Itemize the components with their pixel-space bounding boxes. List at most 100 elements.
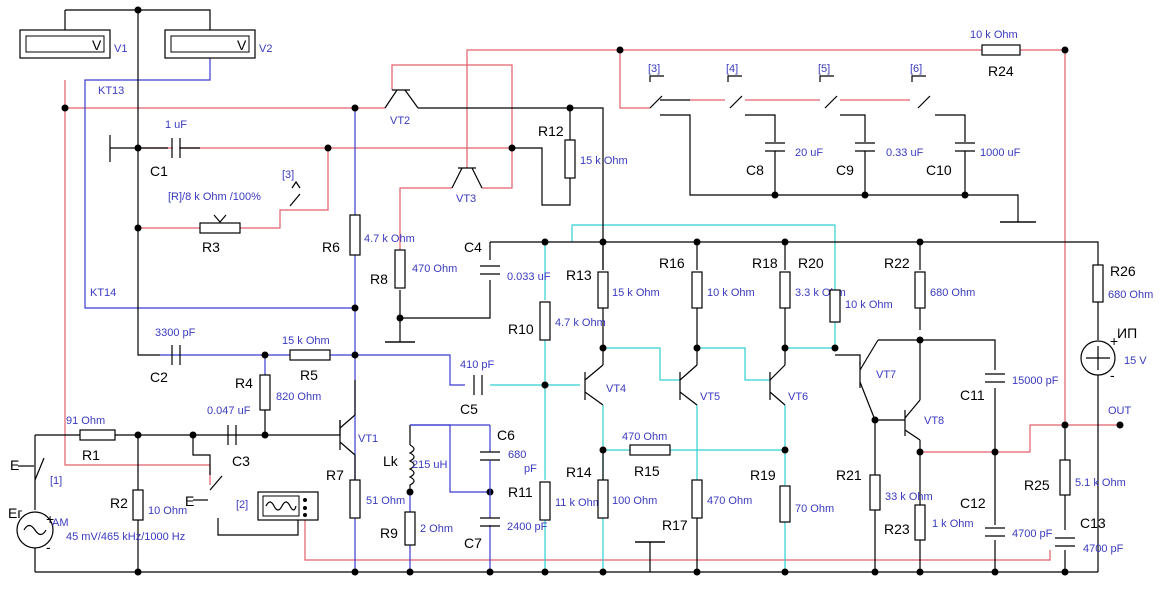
svg-text:10 k Ohm: 10 k Ohm — [845, 299, 893, 311]
capacitor-c8[interactable]: C8 20 uF — [746, 142, 823, 178]
switch-1[interactable]: [1] E — [10, 457, 62, 487]
transistor-vt6[interactable]: VT6 — [769, 364, 808, 406]
transistor-vt5[interactable]: VT5 — [679, 364, 720, 406]
switch-4[interactable]: [4] — [726, 63, 743, 109]
svg-text:C12: C12 — [960, 495, 986, 511]
svg-text:R16: R16 — [659, 255, 685, 271]
svg-text:470 Ohm: 470 Ohm — [622, 431, 667, 443]
transistor-vt3[interactable]: VT3 — [451, 167, 483, 205]
switch-5[interactable]: [5] — [818, 63, 838, 109]
capacitor-c11[interactable]: C11 15000 pF — [960, 373, 1059, 403]
svg-text:C7: C7 — [464, 535, 482, 551]
switch-2[interactable]: [2] E — [185, 475, 248, 511]
svg-text:680 Ohm: 680 Ohm — [930, 287, 975, 299]
svg-text:820 Ohm: 820 Ohm — [276, 391, 321, 403]
signal-generator[interactable]: Eг AM 45 mV/465 kHz/1000 Hz + - — [8, 505, 185, 555]
resistor-r10[interactable]: R10 4.7 k Ohm — [508, 301, 606, 341]
resistor-r23[interactable]: R23 1 k Ohm — [884, 504, 974, 541]
switch-6[interactable]: [6] — [910, 63, 931, 109]
svg-text:-: - — [46, 539, 51, 555]
resistor-r6[interactable]: R6 4.7 k Ohm — [322, 214, 415, 256]
capacitor-c10[interactable]: C10 1000 uF — [926, 142, 1021, 178]
svg-text:C3: C3 — [232, 453, 250, 469]
svg-text:R7: R7 — [326, 467, 344, 483]
capacitor-c2[interactable]: C2 3300 pF — [150, 327, 196, 385]
resistor-r14[interactable]: R14 100 Ohm — [566, 464, 657, 519]
svg-text:R18: R18 — [752, 255, 778, 271]
svg-text:R4: R4 — [235, 375, 253, 391]
svg-text:R22: R22 — [884, 255, 910, 271]
resistor-r8[interactable]: R8 470 Ohm — [370, 249, 457, 289]
transistor-vt8[interactable]: VT8 — [875, 340, 944, 441]
svg-text:AM: AM — [52, 517, 69, 529]
transistor-vt1[interactable]: VT1 — [339, 380, 378, 480]
capacitor-c4[interactable]: C4 0.033 uF — [464, 239, 551, 283]
svg-text:ИП: ИП — [1117, 325, 1137, 341]
svg-text:45 mV/465 kHz/1000 Hz: 45 mV/465 kHz/1000 Hz — [66, 531, 185, 543]
resistor-r25[interactable]: R25 5.1 k Ohm — [1024, 459, 1126, 496]
resistor-r15[interactable]: R15 470 Ohm — [622, 431, 671, 479]
capacitor-c13[interactable]: C13 4700 pF — [1055, 515, 1124, 555]
transistor-vt7[interactable]: VT7 — [859, 339, 896, 421]
svg-text:[4]: [4] — [726, 63, 738, 75]
resistor-r12[interactable]: R12 15 k Ohm — [538, 123, 628, 179]
resistor-r5[interactable]: R5 15 k Ohm — [282, 335, 331, 383]
capacitor-c5[interactable]: C5 410 pF — [460, 359, 495, 417]
svg-text:680 Ohm: 680 Ohm — [1108, 289, 1153, 301]
resistor-r26[interactable]: R26 680 Ohm — [1092, 263, 1153, 303]
svg-text:+: + — [1110, 333, 1118, 349]
svg-text:70 Ohm: 70 Ohm — [795, 503, 834, 515]
red-wires — [64, 49, 1120, 561]
power-supply[interactable]: ИП 15 V + - — [1080, 325, 1147, 383]
svg-text:pF: pF — [524, 463, 537, 475]
svg-text:33 k Ohm: 33 k Ohm — [885, 491, 933, 503]
voltmeter-v1[interactable]: V V1 — [19, 29, 127, 59]
meter-unit: V — [237, 37, 247, 53]
resistor-r2[interactable]: R2 10 Ohm — [110, 489, 187, 521]
svg-text:R11: R11 — [508, 484, 533, 500]
inductor-lk[interactable]: Lk 215 uH — [383, 444, 448, 492]
resistor-r13[interactable]: R13 15 k Ohm — [566, 267, 660, 309]
resistor-r17[interactable]: R17 470 Ohm — [662, 479, 752, 533]
svg-text:5.1 k Ohm: 5.1 k Ohm — [1075, 477, 1126, 489]
resistor-r1[interactable]: R1 91 Ohm — [66, 415, 116, 463]
capacitor-c12[interactable]: C12 4700 pF — [960, 495, 1053, 540]
svg-text:[2]: [2] — [236, 499, 248, 511]
svg-text:R2: R2 — [110, 495, 128, 511]
svg-text:15 k Ohm: 15 k Ohm — [612, 287, 660, 299]
resistor-r16[interactable]: R16 10 k Ohm — [659, 255, 755, 309]
resistor-r3[interactable]: R3 [R]/8 k Ohm /100% — [168, 191, 261, 255]
svg-text:51 Ohm: 51 Ohm — [366, 495, 405, 507]
svg-text:C4: C4 — [464, 239, 482, 255]
svg-text:C13: C13 — [1080, 515, 1106, 531]
ground-symbols — [385, 221, 1036, 543]
transistor-vt2[interactable]: VT2 — [384, 89, 419, 127]
oscilloscope[interactable] — [257, 491, 319, 521]
resistor-r22[interactable]: R22 680 Ohm — [884, 255, 975, 309]
resistor-r20[interactable]: R20 10 k Ohm — [798, 255, 893, 323]
resistor-r4[interactable]: R4 820 Ohm — [235, 374, 321, 411]
meter-label: V2 — [259, 43, 272, 55]
svg-text:[5]: [5] — [818, 63, 830, 75]
resistor-r7[interactable]: R7 51 Ohm — [326, 467, 405, 519]
svg-text:0.033 uF: 0.033 uF — [507, 271, 551, 283]
svg-text:VT4: VT4 — [606, 383, 626, 395]
svg-text:15 k Ohm: 15 k Ohm — [580, 155, 628, 167]
resistor-r24[interactable]: R24 10 k Ohm — [970, 29, 1021, 79]
resistor-r19[interactable]: R19 70 Ohm — [750, 467, 834, 523]
transistor-vt4[interactable]: VT4 — [584, 364, 626, 406]
capacitor-c7[interactable]: C7 2400 pF — [464, 492, 548, 551]
svg-text:R19: R19 — [750, 467, 776, 483]
switch-3-r3[interactable]: [3] — [282, 169, 301, 207]
voltmeter-v2[interactable]: V V2 — [164, 29, 272, 59]
resistor-r11[interactable]: R11 11 k Ohm — [508, 481, 602, 521]
capacitor-c1[interactable]: C1 1 uF — [150, 119, 200, 179]
capacitor-c6[interactable]: C6 680 pF — [410, 424, 537, 492]
capacitor-c3[interactable]: C3 0.047 uF — [207, 405, 251, 469]
svg-text:3300 pF: 3300 pF — [155, 327, 196, 339]
resistor-r9[interactable]: R9 2 Ohm — [380, 511, 453, 546]
svg-text:VT3: VT3 — [456, 193, 476, 205]
capacitor-c9[interactable]: C9 0.33 uF — [836, 142, 924, 178]
switch-3[interactable]: [3] — [648, 63, 664, 109]
resistor-r21[interactable]: R21 33 k Ohm — [836, 467, 933, 511]
